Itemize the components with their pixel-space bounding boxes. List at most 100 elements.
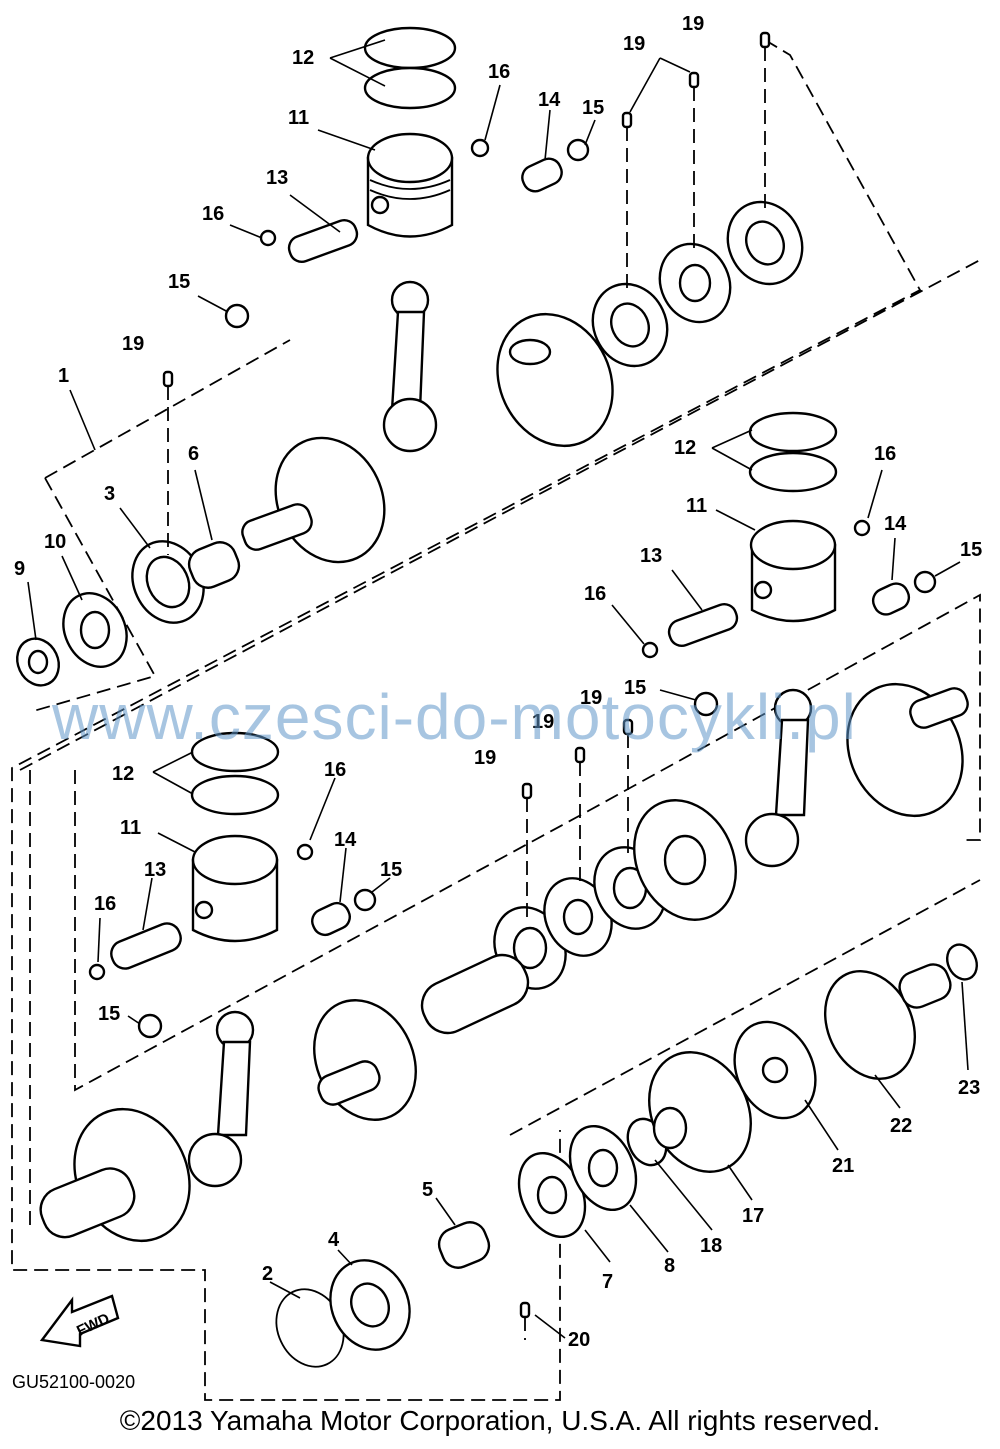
callout-12: 12 bbox=[112, 763, 134, 785]
callout-16: 16 bbox=[94, 893, 116, 915]
nut-9 bbox=[16, 637, 60, 687]
callout-19: 19 bbox=[580, 687, 602, 709]
callout-12: 12 bbox=[674, 437, 696, 459]
circlip-upper-b bbox=[470, 138, 490, 158]
circlip-left-a bbox=[88, 963, 106, 981]
callout-12: 12 bbox=[292, 47, 314, 69]
callout-15: 15 bbox=[168, 271, 190, 293]
callout-7: 7 bbox=[602, 1271, 613, 1293]
callout-11: 11 bbox=[288, 107, 309, 129]
o-ring-23 bbox=[946, 943, 978, 981]
callout-15: 15 bbox=[960, 539, 982, 561]
lower-group-outline bbox=[509, 879, 981, 1136]
callout-13: 13 bbox=[266, 167, 288, 189]
dowel-pin-axes bbox=[167, 47, 766, 1340]
callout-13: 13 bbox=[144, 859, 166, 881]
callout-19: 19 bbox=[682, 13, 704, 35]
spacer-8 bbox=[568, 1124, 638, 1212]
callout-6: 6 bbox=[188, 443, 199, 465]
needle-bearing-upper bbox=[521, 157, 563, 193]
crank-web-upper-right bbox=[496, 312, 614, 448]
callout-11: 11 bbox=[120, 817, 141, 839]
callout-19: 19 bbox=[532, 711, 554, 733]
callout-18: 18 bbox=[700, 1235, 722, 1257]
coupling-22 bbox=[823, 963, 952, 1080]
connecting-rod-upper bbox=[382, 280, 438, 453]
crank-web-right bbox=[846, 682, 969, 818]
callout-3: 3 bbox=[104, 483, 115, 505]
needle-bearing-left bbox=[311, 901, 351, 937]
washer-upper-a bbox=[566, 138, 590, 162]
fwd-arrow-icon: FWD bbox=[39, 1294, 120, 1348]
callout-4: 4 bbox=[328, 1229, 340, 1251]
piston-right bbox=[749, 519, 837, 623]
callout-23: 23 bbox=[958, 1077, 980, 1099]
circlip-right-a bbox=[641, 641, 659, 659]
callout-15: 15 bbox=[624, 677, 646, 699]
callout-14: 14 bbox=[538, 89, 561, 111]
sleeve-6 bbox=[187, 541, 241, 589]
callout-13: 13 bbox=[640, 545, 662, 567]
rotor-17 bbox=[648, 1051, 752, 1173]
circlip-right-b bbox=[853, 519, 871, 537]
piston-rings-upper bbox=[363, 26, 457, 110]
crank-web-mid-right bbox=[633, 799, 737, 921]
callout-15: 15 bbox=[380, 859, 402, 881]
callout-16: 16 bbox=[324, 759, 346, 781]
labyrinth-seal-upper bbox=[658, 242, 732, 324]
circlip-upper-a bbox=[259, 229, 277, 247]
catalog-code: GU52100-0020 bbox=[12, 1372, 136, 1392]
piston-upper bbox=[366, 132, 454, 238]
callout-8: 8 bbox=[664, 1255, 675, 1277]
crankshaft-assembly-outline bbox=[11, 39, 981, 1401]
piston-left bbox=[191, 834, 279, 943]
callout-16: 16 bbox=[584, 583, 606, 605]
damper-21 bbox=[733, 1020, 817, 1120]
callout-2: 2 bbox=[262, 1263, 273, 1285]
bearing-upper-a bbox=[591, 282, 669, 368]
washer-right-a bbox=[913, 570, 937, 594]
connecting-rod-left bbox=[187, 1010, 255, 1188]
watermark-text: www.czesci-do-motocykli.pl bbox=[52, 681, 857, 753]
crank-web-left bbox=[313, 999, 417, 1121]
callout-16: 16 bbox=[488, 61, 510, 83]
callout-14: 14 bbox=[884, 513, 907, 535]
washer-right-b bbox=[693, 691, 719, 717]
callout-10: 10 bbox=[44, 531, 66, 553]
middle-group-outline bbox=[29, 593, 981, 1230]
callout-5: 5 bbox=[422, 1179, 433, 1201]
needle-bearing-right bbox=[871, 582, 911, 616]
callout-22: 22 bbox=[890, 1115, 912, 1137]
bearing-3 bbox=[131, 540, 205, 624]
crank-shaft-mid bbox=[420, 953, 530, 1035]
washer-left-a bbox=[353, 888, 377, 912]
callout-21: 21 bbox=[832, 1155, 854, 1177]
callout-19: 19 bbox=[623, 33, 645, 55]
washer-7 bbox=[517, 1151, 587, 1239]
callout-numbers: 19 19 12 16 14 15 11 13 16 15 19 1 6 3 1… bbox=[14, 13, 982, 1351]
leader-lines bbox=[27, 39, 969, 1339]
oil-seal-10 bbox=[62, 592, 128, 668]
piston-rings-left bbox=[190, 731, 280, 816]
callout-20: 20 bbox=[568, 1329, 590, 1351]
copyright-notice: ©2013 Yamaha Motor Corporation, U.S.A. A… bbox=[119, 1405, 881, 1436]
piston-pin-left bbox=[110, 922, 182, 970]
washer-left-b bbox=[137, 1013, 163, 1039]
callout-1: 1 bbox=[58, 365, 69, 387]
piston-pin-right bbox=[667, 602, 739, 648]
callout-19: 19 bbox=[474, 747, 496, 769]
callout-14: 14 bbox=[334, 829, 357, 851]
bearing-upper-b bbox=[726, 200, 804, 286]
collar-5 bbox=[437, 1221, 491, 1269]
piston-pin-upper bbox=[287, 218, 359, 264]
callout-9: 9 bbox=[14, 558, 25, 580]
piston-rings-right bbox=[748, 411, 838, 493]
callout-16: 16 bbox=[202, 203, 224, 225]
crank-web-left-end bbox=[39, 1107, 191, 1243]
connecting-rod-right bbox=[744, 688, 813, 868]
circlip-left-b bbox=[296, 843, 314, 861]
callout-17: 17 bbox=[742, 1205, 764, 1227]
upper-group-outline bbox=[29, 477, 157, 713]
bearing-4 bbox=[329, 1259, 411, 1351]
